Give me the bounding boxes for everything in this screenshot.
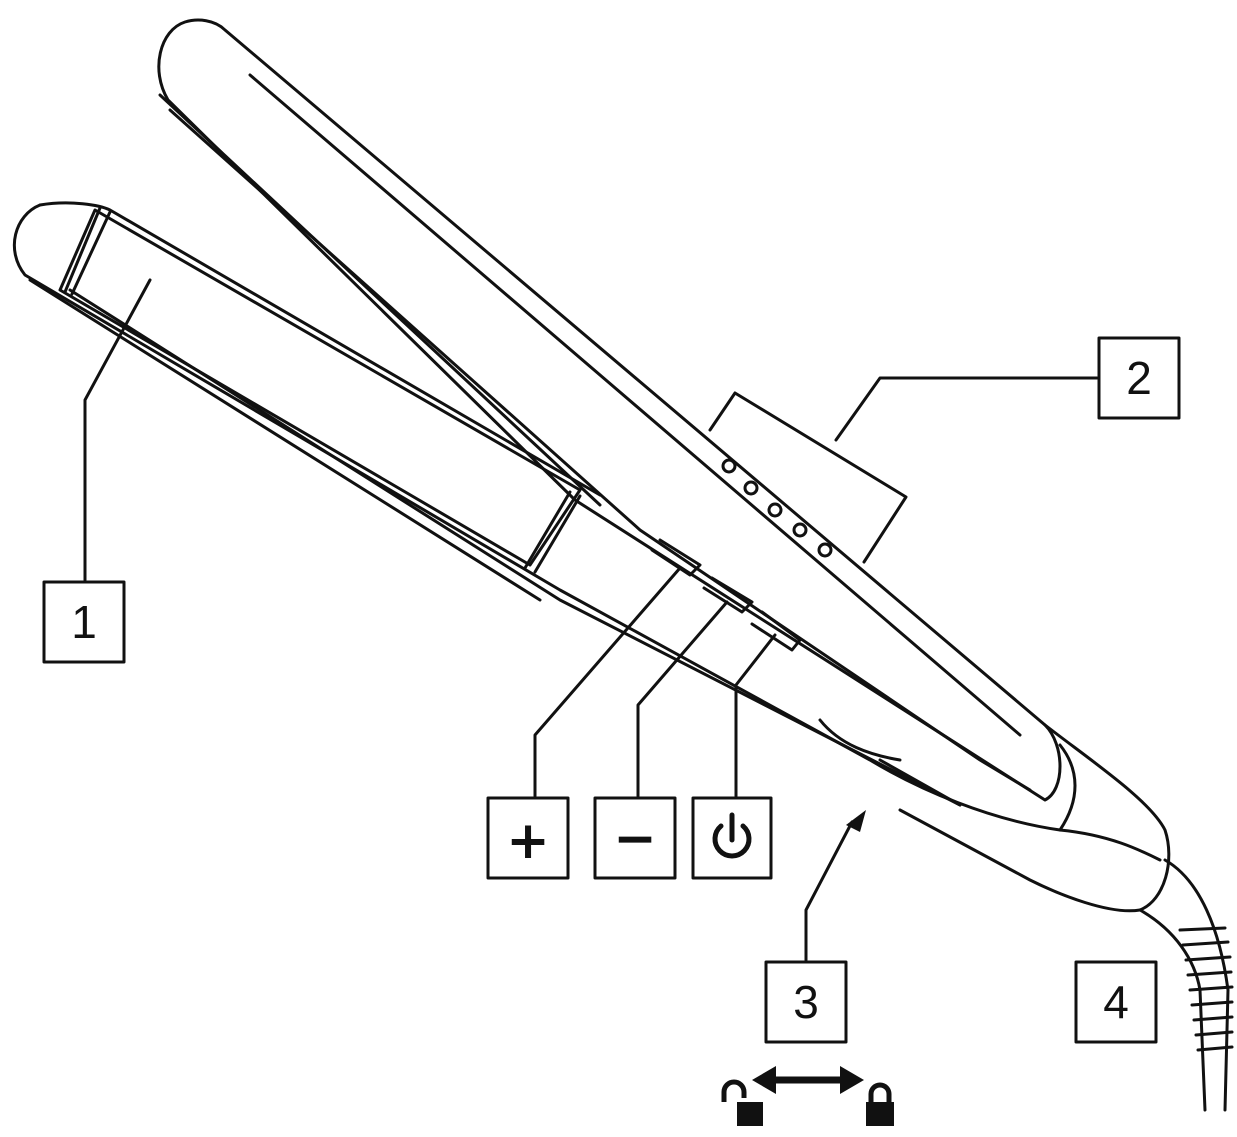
heating-plate: [58, 208, 582, 567]
callout-box-power: [691, 796, 773, 880]
callout-box-plus: [486, 796, 570, 880]
callout-box-3: [764, 960, 848, 1044]
label-part-2: 2: [1126, 352, 1152, 404]
label-part-3: 3: [793, 976, 819, 1028]
locked-padlock-icon: [866, 1082, 894, 1126]
leader-lines: [83, 278, 1099, 962]
double-arrow-icon: [752, 1066, 864, 1094]
lower-arm: [12, 201, 1162, 862]
upper-arm: [157, 18, 1062, 802]
label-part-1: 1: [71, 596, 97, 648]
label-minus: −: [613, 809, 657, 869]
callout-box-1: [42, 580, 126, 664]
callout-box-2: [1097, 336, 1181, 420]
label-part-4: 4: [1103, 976, 1129, 1028]
unlocked-padlock-icon: [721, 1079, 763, 1126]
power-icon: [712, 812, 752, 859]
handle: [898, 723, 1234, 1112]
callout-box-minus: [593, 796, 677, 880]
label-plus: +: [506, 811, 550, 871]
led-indicators: [721, 458, 833, 558]
arrow-head-icon: [846, 810, 866, 832]
callout-box-4: [1074, 960, 1158, 1044]
